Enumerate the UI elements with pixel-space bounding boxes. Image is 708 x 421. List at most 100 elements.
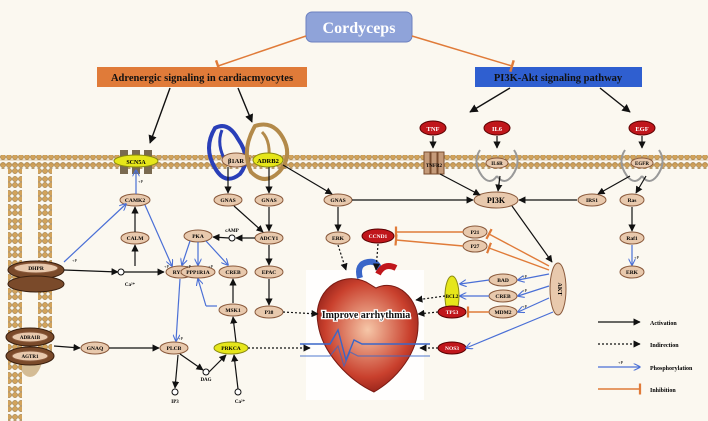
svg-text:ERK: ERK [626,270,639,276]
svg-text:ADRA1B: ADRA1B [20,336,41,341]
tnfr2-label: TNFR2 [426,164,443,169]
node-gnas-1: GNAS [213,193,243,207]
svg-text:Raf1: Raf1 [626,236,638,242]
node-p21: P21 [462,225,488,239]
svg-text:MDM2: MDM2 [494,310,511,316]
svg-text:+P: +P [522,304,528,309]
adrenergic-header: Adrenergic signaling in cardiacmyocytes [111,73,293,84]
node-adcy1: ADCY1 [254,231,284,245]
inhibition-edge [411,35,515,73]
node-epac: EPAC [254,265,284,279]
svg-text:NOS3: NOS3 [445,346,459,352]
svg-text:PI3K: PI3K [487,196,506,205]
svg-text:GNAS: GNAS [261,198,276,204]
ip3-label: IP3 [171,400,179,405]
svg-text:BAD: BAD [497,278,509,284]
node-erk-right: ERK [619,265,645,279]
node-ras: Ras [619,193,645,207]
svg-text:CREB: CREB [495,294,511,300]
activation-edge [148,87,171,144]
inhibition-edge [214,35,307,73]
scn5a-label: SCN5A [126,160,146,166]
inhibition-edges [394,226,550,318]
svg-text:PRKCA: PRKCA [221,346,241,352]
node-ccnd1: CCND1 [361,228,395,244]
svg-text:AKT: AKT [556,282,562,295]
svg-text:EPAC: EPAC [262,270,277,276]
svg-text:DHPR: DHPR [28,266,45,272]
activation-edges [53,164,647,390]
svg-text:ERK: ERK [332,236,345,242]
node-creb-right: CREB [488,289,518,303]
ca-label-2: Ca²⁺ [235,399,246,405]
svg-text:TP53: TP53 [446,310,459,316]
activation-edge [469,87,511,113]
svg-text:MSK1: MSK1 [225,308,241,314]
tnf-group: TNF TNFR2 [419,120,447,175]
node-gnas-2: GNAS [254,193,284,207]
pi3k-header-box [475,67,642,87]
node-msk1: MSK1 [218,303,248,317]
node-agtr1: AGTR1 [5,346,55,366]
node-pi3k: PI3K [473,191,519,209]
svg-text:AGTR1: AGTR1 [22,355,39,360]
svg-text:+P: +P [72,258,78,263]
svg-text:+P: +P [208,264,214,269]
svg-text:P21: P21 [471,230,480,236]
svg-text:P27: P27 [471,244,480,250]
il6r-label: IL6R [491,162,503,167]
node-bad: BAD [488,273,518,287]
phosphorylation-labels: +P +P +P +P +P +P +P +P +P +P [72,179,640,341]
svg-text:CCND1: CCND1 [369,234,388,240]
node-gnas-3: GNAS [323,193,353,207]
beta1-receptor: β1AR [207,124,251,181]
node-p27: P27 [462,239,488,253]
node-mdm2: MDM2 [488,305,518,319]
svg-text:+P: +P [522,274,528,279]
svg-text:GNAQ: GNAQ [87,346,104,352]
pi3k-header: PI3K-Akt signaling pathway [494,73,623,84]
svg-text:+P: +P [178,336,184,341]
cordyceps-box [305,11,413,43]
legend-p-label: +P [618,360,624,365]
node-plcb: PLCB [159,341,189,355]
node-irs1: IRS1 [577,193,607,207]
svg-text:CREB: CREB [225,270,241,276]
il6-group: IL6 IL6R [475,120,519,182]
svg-text:PLCB: PLCB [167,346,182,352]
dag-label: DAG [200,378,211,383]
svg-text:RYR2: RYR2 [173,270,188,276]
activation-edge [237,87,254,123]
center-label: Improve arrhythmia [322,310,410,321]
node-p38: P38 [254,305,284,319]
egf-group: EGF EGFR [620,120,664,182]
svg-text:IRS1: IRS1 [586,198,598,204]
egf-label: EGF [635,126,648,133]
adrb2-label: ADRB2 [257,158,279,165]
node-raf1: Raf1 [619,231,645,245]
node-pka: PKA [183,229,213,243]
node-tp53: TP53 [437,305,467,319]
svg-text:PPP1R1A: PPP1R1A [186,270,210,276]
svg-text:ADCY1: ADCY1 [260,236,279,242]
svg-text:+P: +P [164,264,170,269]
title-text: Cordyceps [323,20,396,37]
node-nos3: NOS3 [437,341,467,355]
svg-text:CALM: CALM [127,236,145,242]
svg-text:BCL2: BCL2 [446,295,459,300]
adrenergic-header-box [97,67,307,87]
node-dhpr: DHPR [7,260,65,293]
il6-label: IL6 [492,126,503,133]
svg-text:GNAS: GNAS [330,198,345,204]
legend-activation: Activation [650,321,677,327]
svg-text:+P: +P [186,264,192,269]
camp-label: cAMP [225,229,239,234]
legend-phosphorylation: Phosphorylation [650,366,693,372]
svg-text:PKA: PKA [192,234,204,240]
node-akt: AKT [549,262,567,316]
node-prkca: PRKCA [213,341,249,355]
tnf-label: TNF [427,126,440,133]
svg-text:P38: P38 [265,310,274,316]
